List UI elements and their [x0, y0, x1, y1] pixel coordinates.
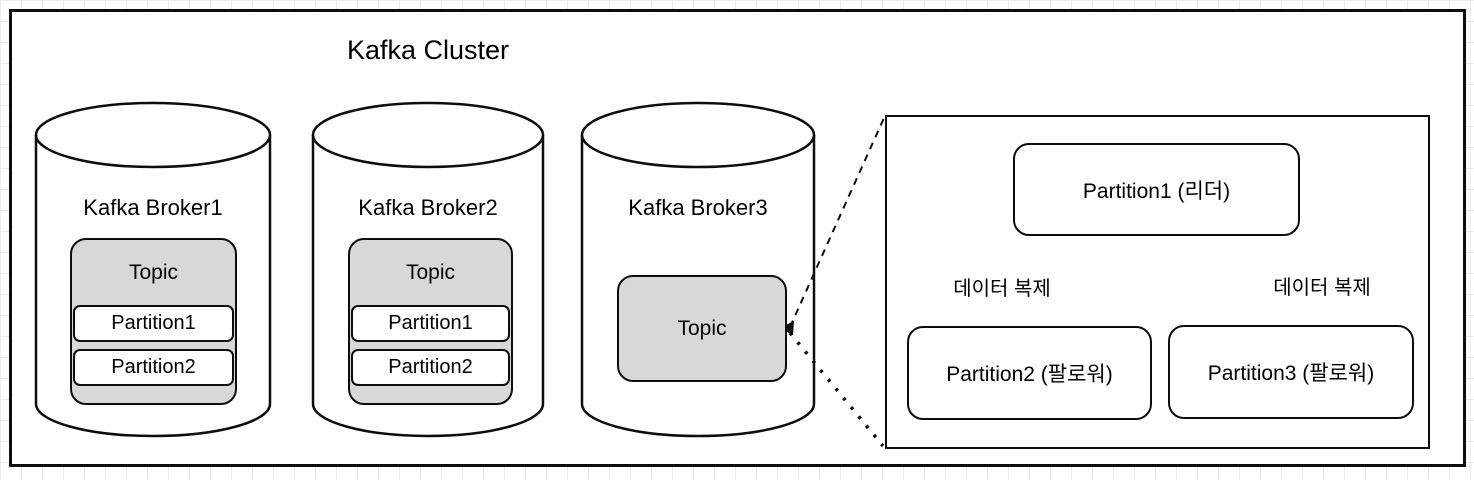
replication-label-left: 데이터 복제: [953, 278, 1051, 300]
broker2-partition1-row: Partition1: [351, 305, 510, 342]
partition-detail-panel: Partition1 (리더) Partition2 (팔로워) Partiti…: [885, 115, 1430, 449]
partition-follower2-node: Partition3 (팔로워): [1168, 325, 1414, 419]
broker3-label: Kafka Broker3: [628, 195, 768, 220]
diagram-title: Kafka Cluster: [346, 35, 510, 65]
broker1-label: Kafka Broker1: [83, 195, 223, 220]
broker2-topic-box: Topic Partition1 Partition2: [348, 238, 513, 405]
broker2-topic-label: Topic: [405, 261, 456, 284]
partition-follower1-node: Partition2 (팔로워): [907, 326, 1152, 420]
broker1-partition1-row: Partition1: [73, 305, 234, 342]
broker2-label: Kafka Broker2: [358, 195, 498, 220]
broker1-topic-label: Topic: [128, 261, 179, 284]
broker1-partition2-row: Partition2: [73, 349, 234, 386]
broker2-partition2-row: Partition2: [351, 349, 510, 386]
broker3-topic-label: Topic: [677, 317, 727, 340]
broker3-topic-box: Topic: [617, 275, 787, 382]
broker1-topic-box: Topic Partition1 Partition2: [70, 238, 237, 405]
replication-label-right: 데이터 복제: [1273, 277, 1371, 299]
partition-leader-node: Partition1 (리더): [1013, 143, 1300, 236]
